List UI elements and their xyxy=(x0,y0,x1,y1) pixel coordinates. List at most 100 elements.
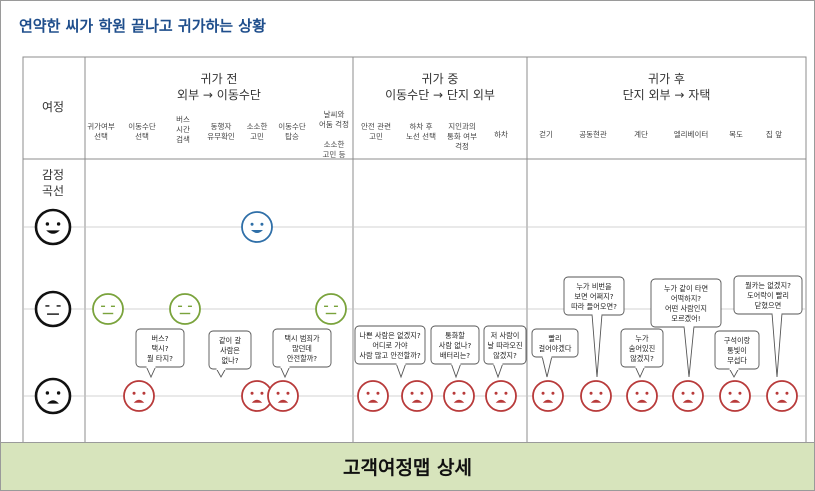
speech-bubble-text: 않겠지? xyxy=(493,351,517,360)
step-label-0: 선택 xyxy=(94,131,108,141)
emotion-point-sad-icon xyxy=(580,380,612,412)
emotion-point-sad-icon xyxy=(719,380,751,412)
step-label-1: 선택 xyxy=(135,131,149,141)
step-label-3: 유무확인 xyxy=(207,131,235,141)
step-label-2: 버스 xyxy=(176,114,190,124)
step-label-3: 동행자 xyxy=(211,121,232,131)
page-title: 연약한 씨가 학원 끝나고 귀가하는 상황 xyxy=(19,17,266,35)
step-label-9: 노선 선택 xyxy=(406,131,436,141)
speech-bubble-text: 사람 많고 안전할까? xyxy=(359,351,420,360)
step-label-7: 고민 등 xyxy=(322,149,345,159)
speech-bubble-text: 누가 같이 타면 xyxy=(664,284,708,293)
phase-subtitle-1: 이동수단 → 단지 외부 xyxy=(385,88,495,102)
phase-subtitle-0: 외부 → 이동수단 xyxy=(177,88,261,102)
emotion-point-sad-icon xyxy=(357,380,389,412)
step-label-10: 통화 여부 xyxy=(447,131,477,141)
step-label-13: 공동현관 xyxy=(579,129,607,139)
speech-bubble-text: 닫혔으면 xyxy=(755,301,781,310)
speech-bubble-text: 안전할까? xyxy=(287,354,317,363)
step-label-12: 걷기 xyxy=(539,129,553,139)
step-label-1: 이동수단 xyxy=(128,121,156,131)
step-label-17: 집 앞 xyxy=(766,129,782,139)
speech-bubble-text: 나쁜 사람은 없겠지? xyxy=(359,331,420,340)
speech-bubble-text: 걸어야겠다 xyxy=(538,344,571,353)
speech-bubble-text: 숨어있진 xyxy=(629,344,655,353)
emotion-legend-happy-icon xyxy=(34,208,72,246)
emotion-point-neutral-icon xyxy=(169,293,201,325)
emotion-point-neutral-icon xyxy=(92,293,124,325)
speech-bubble-text: 사람은 xyxy=(220,346,240,355)
emotion-point-sad-icon xyxy=(267,380,299,412)
speech-bubble-text: 어떡하지? xyxy=(671,294,701,303)
speech-bubble-text: 사람 없나? xyxy=(439,341,472,350)
speech-bubble-text: 택시 범죄가 xyxy=(284,334,320,343)
speech-bubble-text: 무섭다 xyxy=(727,356,747,365)
step-label-2: 시간 xyxy=(176,124,190,134)
emotion-point-sad-icon xyxy=(626,380,658,412)
step-label-5: 이동수단 xyxy=(278,121,306,131)
row-label-journey: 여정 xyxy=(42,100,64,114)
step-label-15: 엘리베이터 xyxy=(674,129,709,139)
emotion-point-sad-icon xyxy=(532,380,564,412)
speech-bubble-text: 뭘 타지? xyxy=(147,354,173,363)
emotion-legend-sad-icon xyxy=(34,377,72,415)
phase-title-0: 귀가 전 xyxy=(201,72,238,86)
step-label-10: 걱정 xyxy=(455,141,469,151)
step-label-8: 고민 xyxy=(369,131,383,141)
step-label-2: 검색 xyxy=(176,134,190,144)
speech-bubble-text: 통화할 xyxy=(445,331,465,340)
emotion-point-sad-icon xyxy=(485,380,517,412)
phase-title-2: 귀가 후 xyxy=(648,72,685,86)
step-label-4: 소소한 xyxy=(247,122,268,131)
step-label-11: 하차 xyxy=(494,129,508,139)
speech-bubble-text: 같이 갈 xyxy=(219,336,242,345)
emotion-point-sad-icon xyxy=(241,380,273,412)
speech-bubble-text: 도어락이 빨리 xyxy=(747,291,789,300)
step-label-8: 안전 관련 xyxy=(361,121,391,131)
speech-bubble-text: 않겠지? xyxy=(630,354,654,363)
step-label-9: 하차 후 xyxy=(409,121,432,131)
speech-bubble-text: 많던데 xyxy=(292,344,312,353)
step-label-6: 어둠 걱정 xyxy=(319,119,349,129)
emotion-point-sad-icon xyxy=(123,380,155,412)
step-label-10: 지인과의 xyxy=(448,121,476,131)
step-label-7: 소소한 xyxy=(324,140,345,149)
step-label-14: 계단 xyxy=(634,129,648,139)
step-label-5: 탑승 xyxy=(285,132,299,141)
emotion-point-sad-icon xyxy=(672,380,704,412)
speech-bubble-text: 보면 어쩌지? xyxy=(574,292,613,301)
map-border xyxy=(22,56,807,442)
speech-bubble-text: 따라 들어오면? xyxy=(571,302,617,311)
step-label-6: 날씨와 xyxy=(324,109,345,119)
emotion-point-sad-icon xyxy=(766,380,798,412)
speech-bubble-text: 없나? xyxy=(221,356,238,365)
speech-bubble-text: 누가 비번을 xyxy=(576,282,612,291)
emotion-legend-neutral-icon xyxy=(34,290,72,328)
step-label-4: 고민 xyxy=(250,131,264,141)
speech-bubble-text: 버스? xyxy=(151,334,168,343)
step-label-16: 복도 xyxy=(729,130,743,139)
footer-caption: 고객여정맵 상세 xyxy=(0,442,815,491)
speech-bubble-text: 택시? xyxy=(151,344,168,353)
speech-bubble-text: 저 사람이 xyxy=(491,331,520,340)
speech-bubble-text: 모르겠어! xyxy=(671,314,700,323)
speech-bubble-text: 어떤 사람인지 xyxy=(665,304,707,313)
speech-bubble-text: 통빛이 xyxy=(727,346,747,355)
emotion-point-sad-icon xyxy=(401,380,433,412)
emotion-point-happy-icon xyxy=(241,211,273,243)
speech-bubble-text: 날 따라오진 xyxy=(487,341,522,350)
speech-bubble-text: 누가 xyxy=(635,334,649,343)
